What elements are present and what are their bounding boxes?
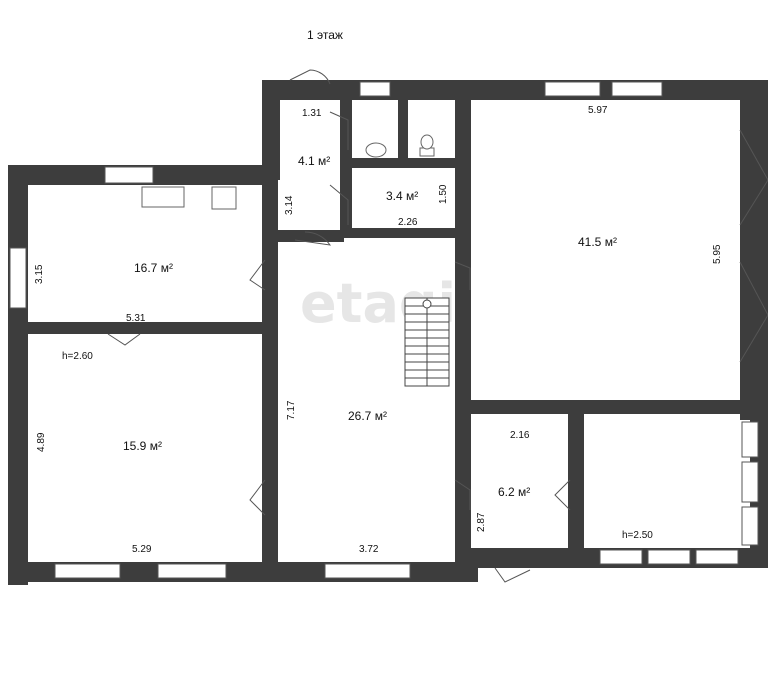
dim-bottom-left-width: 5.29 (132, 544, 152, 555)
dim-hall-width: 3.72 (359, 544, 379, 555)
kitchen-sink-icon (141, 186, 185, 208)
dim-small-height: 2.87 (476, 512, 487, 532)
dim-hall-height: 7.17 (286, 400, 297, 420)
staircase (404, 297, 450, 387)
dim-bottom-left-height: 4.89 (36, 432, 47, 452)
doors (107, 69, 768, 583)
floor-title: 1 этаж (307, 28, 343, 42)
room-area-wc: 4.1 м² (298, 154, 330, 168)
ceiling-height-left: h=2.60 (62, 351, 93, 362)
fixtures (141, 134, 435, 210)
room-area-storage: 3.4 м² (386, 189, 418, 203)
dim-wc-height: 3.14 (284, 195, 295, 215)
dim-large-width: 5.97 (588, 105, 608, 116)
dim-storage-height: 1.50 (438, 184, 449, 204)
room-area-kitchen: 16.7 м² (134, 261, 173, 275)
room-area-large: 41.5 м² (578, 235, 617, 249)
sink-icon (365, 142, 387, 158)
dim-kitchen-height: 3.15 (34, 264, 45, 284)
windows (9, 81, 759, 579)
room-area-bottom-left: 15.9 м² (123, 439, 162, 453)
dim-storage-width: 2.26 (398, 217, 418, 228)
dim-large-height: 5.95 (712, 244, 723, 264)
dim-kitchen-width: 5.31 (126, 313, 146, 324)
room-area-hall: 26.7 м² (348, 409, 387, 423)
ceiling-height-right: h=2.50 (622, 530, 653, 541)
stove-icon (211, 186, 237, 210)
room-area-small: 6.2 м² (498, 485, 530, 499)
dim-wc-width: 1.31 (302, 108, 322, 119)
dim-small-width: 2.16 (510, 430, 530, 441)
